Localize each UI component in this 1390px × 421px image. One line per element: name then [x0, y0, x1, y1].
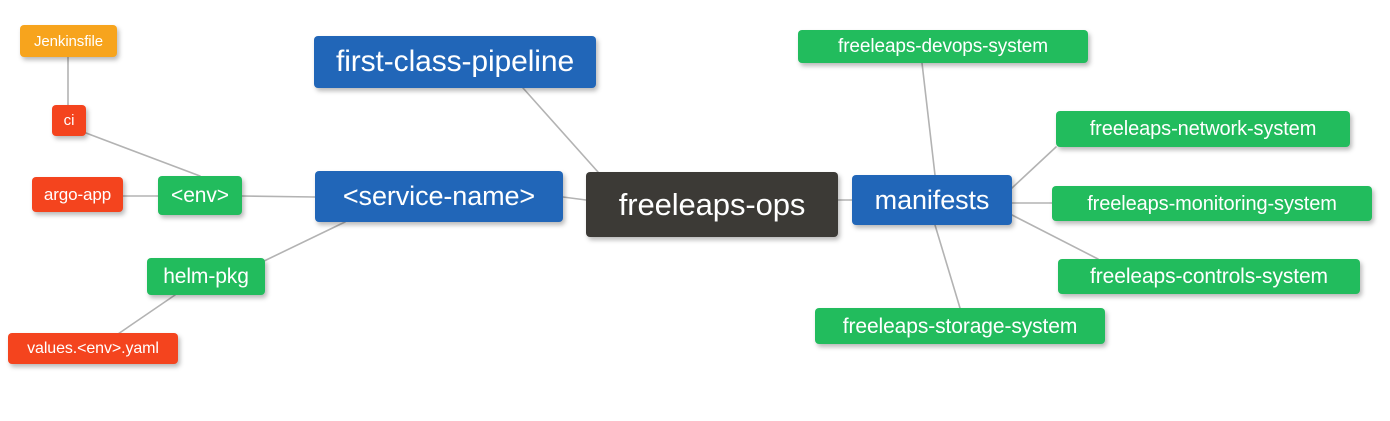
edge-helm-pkg-to-values-yaml	[117, 294, 176, 335]
node-label-manifests: manifests	[874, 184, 990, 215]
node-manifests[interactable]: manifests	[852, 175, 1012, 225]
edge-manifests-to-freeleaps-controls-system	[1011, 214, 1099, 260]
node-service-name[interactable]: <service-name>	[315, 171, 563, 222]
node-label-values-yaml: values.<env>.yaml	[27, 339, 159, 357]
node-label-first-class-pipeline: first-class-pipeline	[335, 45, 575, 78]
node-label-env: <env>	[171, 184, 229, 207]
edge-manifests-to-freeleaps-network-system	[1011, 146, 1057, 189]
node-helm-pkg[interactable]: helm-pkg	[147, 258, 265, 295]
node-label-jenkinsfile: Jenkinsfile	[34, 32, 103, 50]
node-label-freeleaps-storage-system: freeleaps-storage-system	[842, 314, 1078, 338]
edge-service-name-to-env	[241, 195, 316, 198]
node-label-freeleaps-devops-system: freeleaps-devops-system	[838, 36, 1048, 57]
node-freeleaps-devops-system[interactable]: freeleaps-devops-system	[798, 30, 1088, 63]
node-label-argo-app: argo-app	[43, 185, 112, 204]
node-label-freeleaps-controls-system: freeleaps-controls-system	[1090, 265, 1328, 288]
node-label-freeleaps-ops: freeleaps-ops	[618, 187, 806, 222]
node-values-yaml[interactable]: values.<env>.yaml	[8, 333, 178, 364]
edge-manifests-to-freeleaps-storage-system	[934, 224, 961, 309]
node-argo-app[interactable]: argo-app	[32, 177, 123, 212]
node-freeleaps-monitoring-system[interactable]: freeleaps-monitoring-system	[1052, 186, 1372, 221]
node-jenkinsfile[interactable]: Jenkinsfile	[20, 25, 117, 57]
node-freeleaps-ops[interactable]: freeleaps-ops	[586, 172, 838, 237]
node-freeleaps-controls-system[interactable]: freeleaps-controls-system	[1058, 259, 1360, 294]
node-label-service-name: <service-name>	[342, 181, 536, 211]
node-freeleaps-network-system[interactable]: freeleaps-network-system	[1056, 111, 1350, 147]
node-label-helm-pkg: helm-pkg	[163, 265, 249, 288]
edge-freeleaps-ops-to-first-class-pipeline	[522, 87, 599, 173]
node-env[interactable]: <env>	[158, 176, 242, 215]
node-label-freeleaps-monitoring-system: freeleaps-monitoring-system	[1087, 192, 1337, 215]
edge-manifests-to-freeleaps-devops-system	[921, 62, 936, 176]
edge-freeleaps-ops-to-service-name	[562, 196, 587, 201]
node-freeleaps-storage-system[interactable]: freeleaps-storage-system	[815, 308, 1105, 344]
node-label-ci: ci	[63, 112, 75, 129]
node-first-class-pipeline[interactable]: first-class-pipeline	[314, 36, 596, 88]
node-label-freeleaps-network-system: freeleaps-network-system	[1089, 118, 1317, 140]
node-ci[interactable]: ci	[52, 105, 86, 136]
edge-env-to-ci	[85, 132, 201, 177]
edge-service-name-to-helm-pkg	[261, 221, 346, 263]
